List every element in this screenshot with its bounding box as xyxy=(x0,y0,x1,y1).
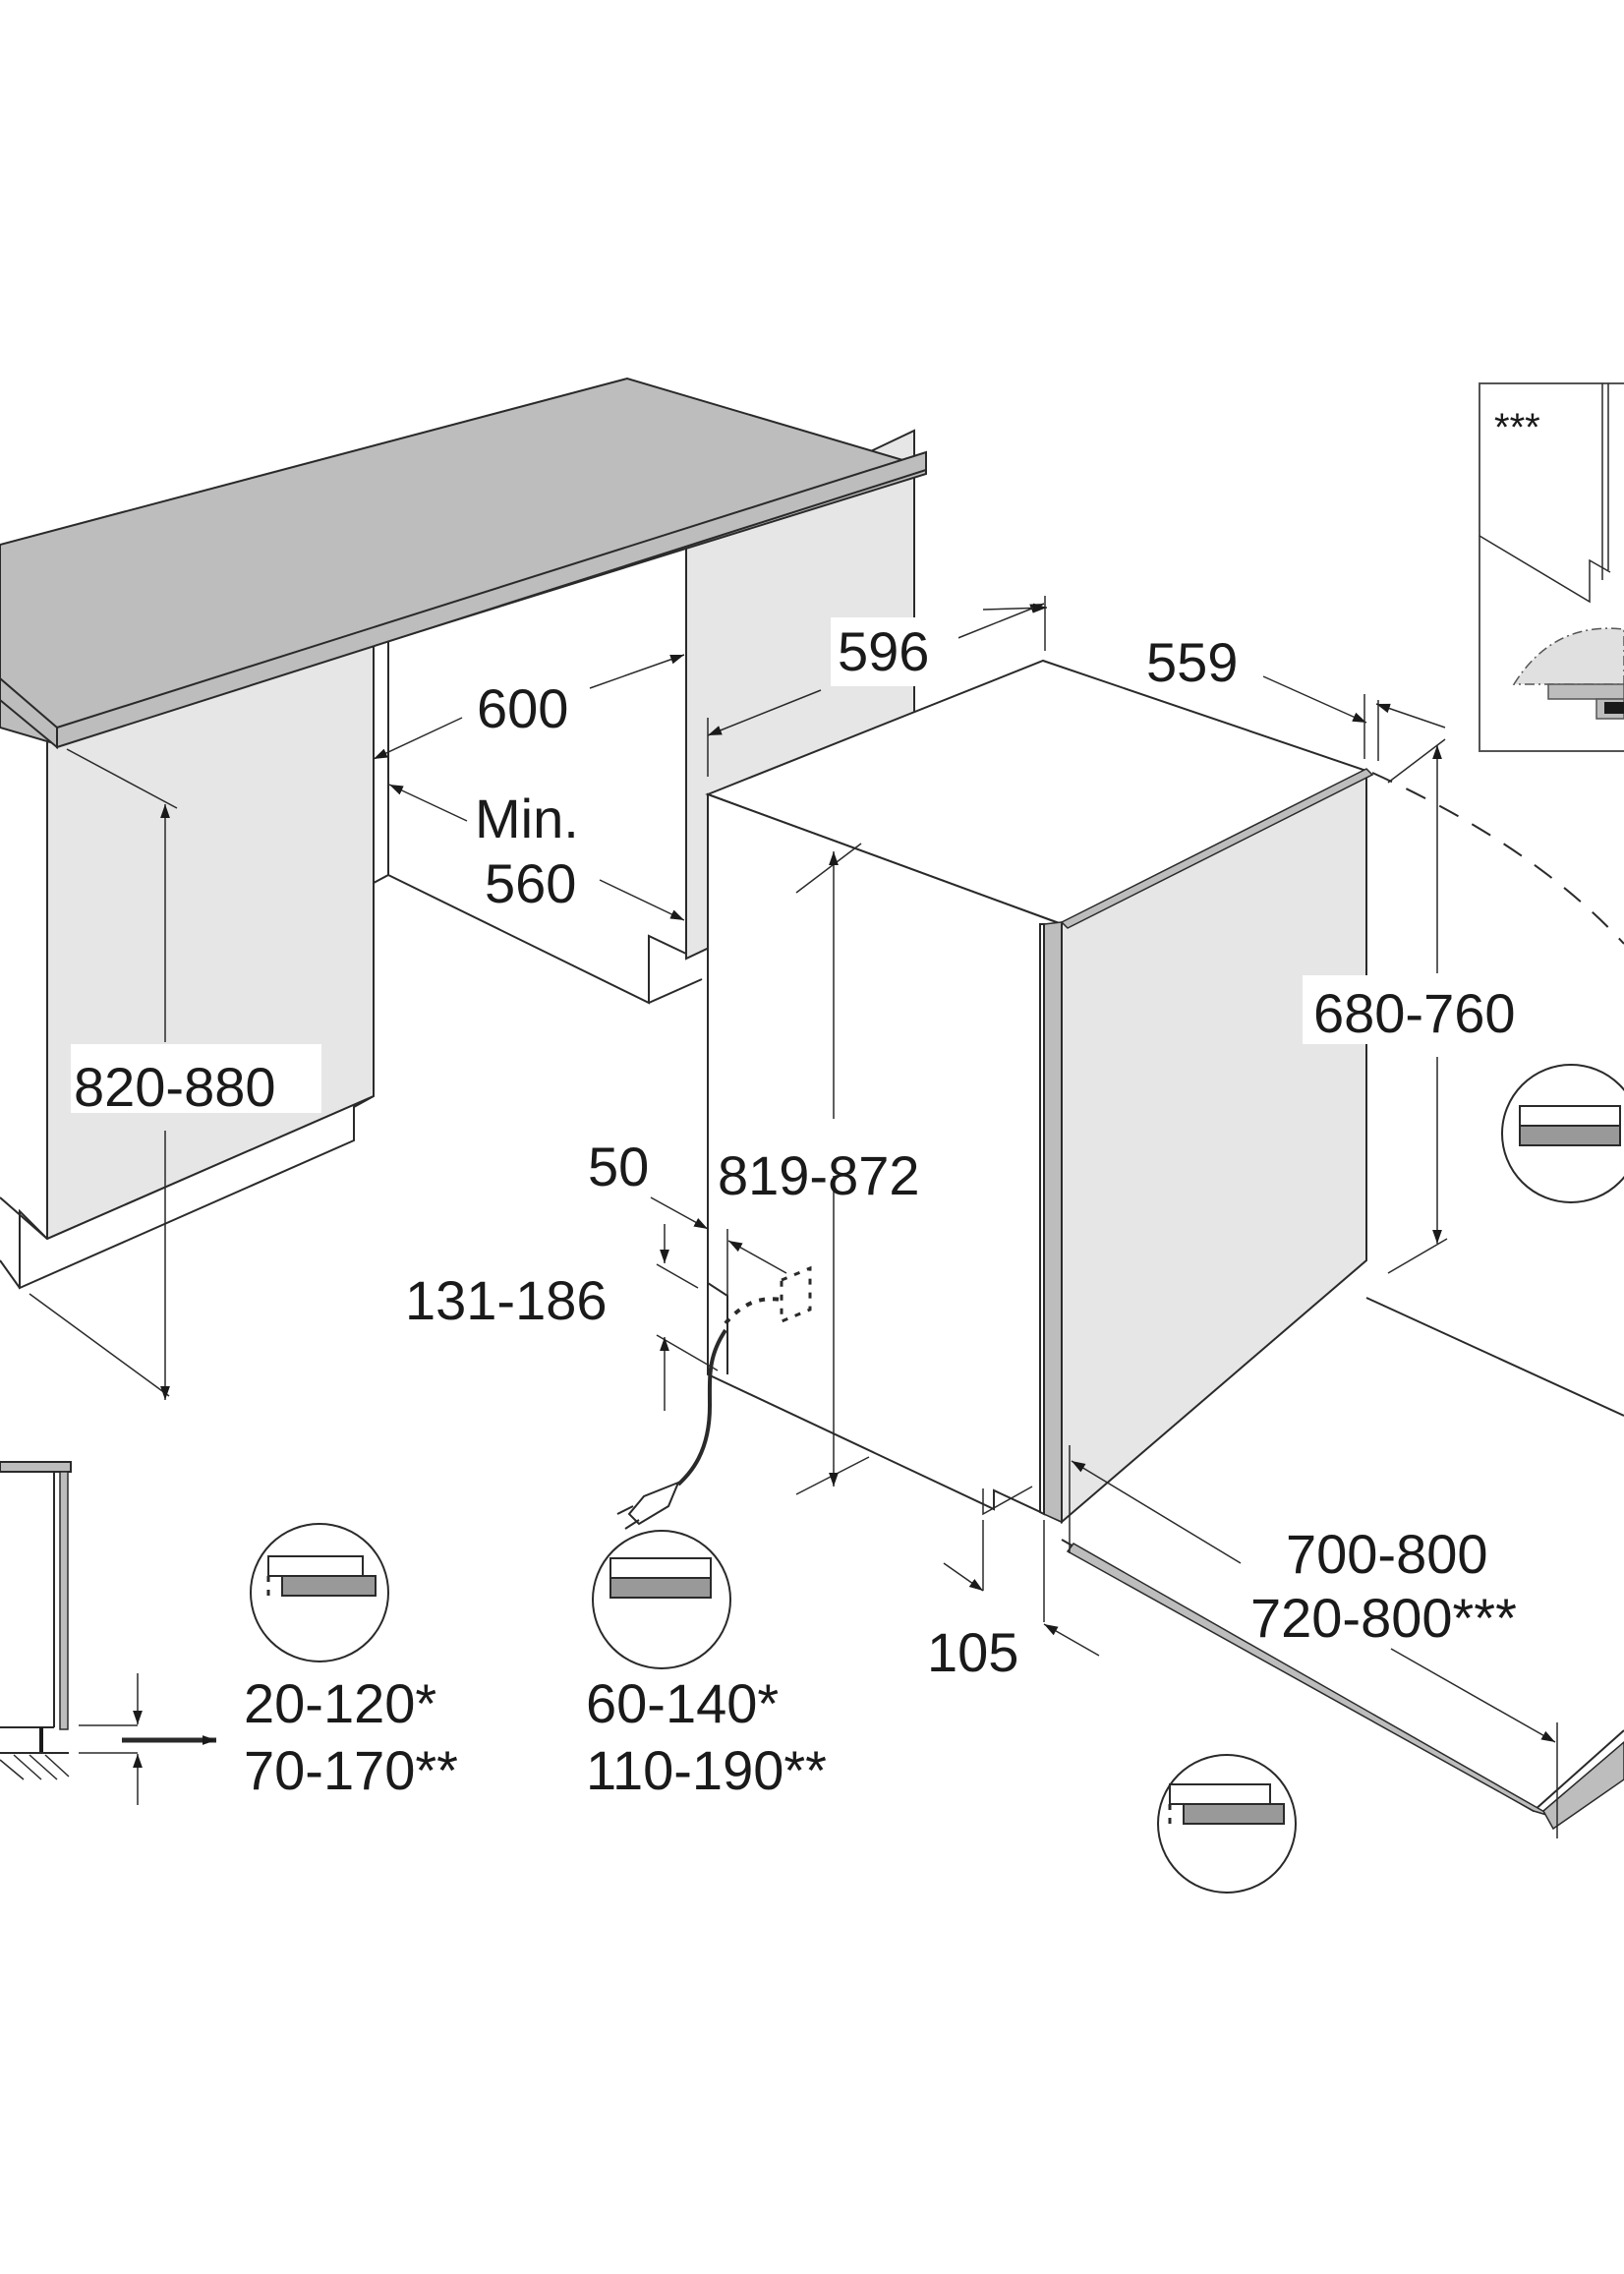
label-niche-min-width: 560 xyxy=(485,852,576,914)
dimension-lines xyxy=(29,596,1558,1838)
label-niche-width: 600 xyxy=(477,677,568,739)
label-connection-offset: 50 xyxy=(588,1136,649,1197)
power-cord xyxy=(616,1265,812,1530)
floor-hatching xyxy=(0,1754,70,1780)
detail-circle-bottom xyxy=(1157,1754,1297,1894)
countertop-end xyxy=(0,676,58,750)
dimension-labels: 820-880 600 Min. 560 596 559 680-760 819… xyxy=(74,620,1517,1801)
label-door-open-1: 700-800 xyxy=(1286,1523,1488,1585)
label-plinth-option-1-line2: 70-170** xyxy=(244,1739,458,1801)
detail-circle-right xyxy=(1501,1064,1624,1203)
label-plinth-option-2-line2: 110-190** xyxy=(586,1739,827,1801)
label-plinth-option-2-line1: 60-140* xyxy=(586,1672,779,1734)
label-connection-height: 131-186 xyxy=(405,1269,608,1331)
detail-circle-offset xyxy=(250,1523,389,1662)
detail-circle-flush xyxy=(592,1530,731,1669)
hinge-detail-inset: *** xyxy=(1479,382,1624,752)
countertop-top xyxy=(0,377,927,746)
dishwasher xyxy=(705,659,1374,1525)
door-swing-floor xyxy=(1061,772,1624,1831)
label-door-open-2: 720-800*** xyxy=(1250,1587,1517,1649)
label-appliance-width: 596 xyxy=(838,620,929,682)
plinth-side-elevation xyxy=(0,1461,216,1780)
label-cabinet-height: 820-880 xyxy=(74,1056,276,1118)
label-plinth-option-1-line1: 20-120* xyxy=(244,1672,436,1734)
label-plinth-depth: 105 xyxy=(927,1621,1018,1683)
door-swing-arc xyxy=(1371,772,1624,945)
label-appliance-height: 819-872 xyxy=(718,1144,920,1206)
door-edge xyxy=(1043,921,1063,1524)
label-niche-min: Min. xyxy=(475,787,579,849)
label-appliance-depth: 559 xyxy=(1146,631,1238,693)
plug-icon xyxy=(616,1481,680,1530)
label-door-height: 680-760 xyxy=(1313,982,1516,1044)
inset-marker: *** xyxy=(1494,406,1540,449)
